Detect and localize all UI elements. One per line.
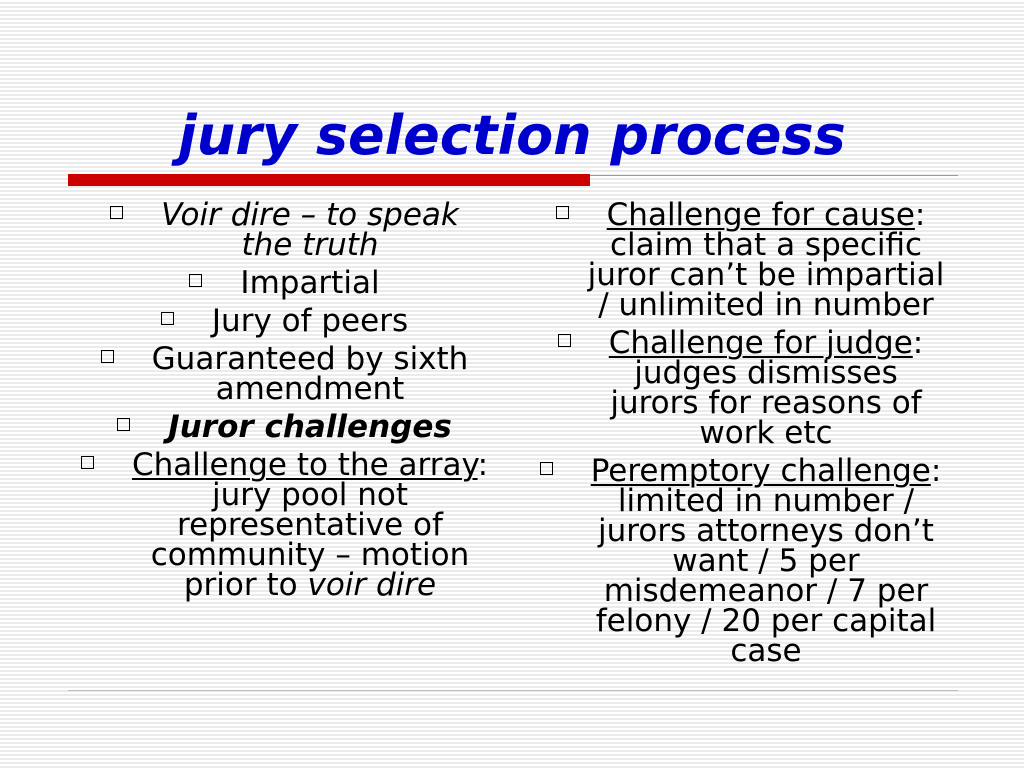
bullet-item-juror-challenges: Juror challenges (100, 409, 520, 445)
bullet-definition: judges dismisses jurors for reasons of w… (610, 355, 922, 451)
term-separator: : (477, 447, 489, 483)
bullet-definition: claim that a specific juror can’t be imp… (587, 227, 945, 323)
hollow-square-bullet-icon (100, 350, 114, 363)
bullet-item-voir-dire: Voir dire – to speak the truth (110, 197, 475, 263)
bullet-item-challenge-for-judge: Challenge for judge: judges dismisses ju… (557, 325, 935, 451)
hollow-square-bullet-icon (110, 206, 124, 219)
footer-rule-line (68, 690, 958, 691)
bullet-item-impartial: Impartial (100, 265, 520, 301)
bullet-definition: jury pool not representative of communit… (150, 477, 470, 603)
bullet-text: Voir dire – to speak the truth (161, 197, 459, 263)
bullet-definition-italic: voir dire (307, 567, 437, 603)
bullet-item-challenge-for-cause: Challenge for cause: claim that a specif… (555, 197, 949, 323)
hollow-square-bullet-icon (555, 206, 569, 219)
bullet-item-peremptory-challenge: Peremptory challenge: limited in number … (539, 453, 952, 669)
term-separator: : (930, 453, 942, 489)
bullet-item-challenge-to-the-array: Challenge to the array: jury pool not re… (80, 447, 500, 603)
right-column: Challenge for cause: claim that a specif… (539, 197, 966, 669)
hollow-square-bullet-icon (539, 462, 553, 475)
term-separator: : (912, 325, 924, 361)
bullet-text: Guaranteed by sixth amendment (151, 341, 469, 407)
bullet-term: Challenge for judge (608, 325, 913, 361)
bullet-definition: limited in number / jurors attorneys don… (595, 483, 937, 669)
hollow-square-bullet-icon (557, 334, 571, 347)
bullet-term: Peremptory challenge (590, 453, 931, 489)
title-accent-bar (68, 174, 590, 186)
slide-title: jury selection process (178, 104, 846, 167)
hollow-square-bullet-icon (160, 312, 174, 325)
bullet-item-jury-of-peers: Jury of peers (100, 303, 520, 339)
hollow-square-bullet-icon (117, 418, 131, 431)
hollow-square-bullet-icon (80, 456, 94, 469)
bullet-text: Impartial (240, 265, 380, 301)
bullet-text: Juror challenges (168, 409, 452, 445)
hollow-square-bullet-icon (189, 274, 203, 287)
bullet-term: Challenge for cause (606, 197, 915, 233)
title-rule-line (590, 175, 958, 176)
bullet-term: Challenge to the array (131, 447, 478, 483)
bullet-text: Jury of peers (211, 303, 409, 339)
bullet-item-sixth-amendment: Guaranteed by sixth amendment (100, 341, 480, 407)
left-column: Voir dire – to speak the truth Impartial… (80, 197, 520, 603)
term-separator: : (914, 197, 926, 233)
